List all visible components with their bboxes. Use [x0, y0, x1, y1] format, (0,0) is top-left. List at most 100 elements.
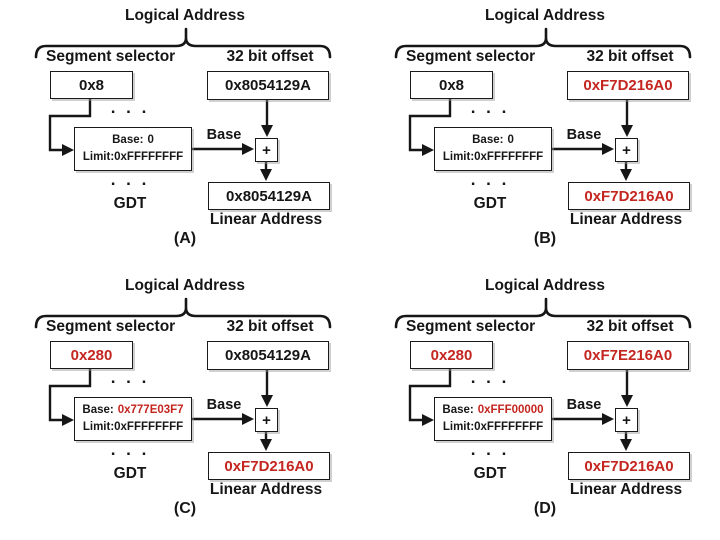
panel-c: Logical Address Segment selector 32 bit …: [0, 270, 360, 540]
logical-address-label: Logical Address: [484, 277, 605, 294]
gdt-limit-line: Limit:0xFFFFFFFF: [442, 151, 544, 163]
segment-selector-label: Segment selector: [406, 48, 536, 65]
base-prefix-label: Base:: [442, 404, 474, 416]
base-arrow-label: Base: [206, 127, 242, 143]
linear-address-box: 0xF7D216A0: [568, 452, 690, 480]
gdt-label: GDT: [473, 465, 507, 482]
gdt-base-line: Base:0: [112, 132, 154, 149]
gdt-ellipsis-bottom: . . .: [470, 170, 510, 189]
gdt-entry-box: Base:0 Limit:0xFFFFFFFF: [74, 127, 192, 171]
logical-address-label: Logical Address: [124, 7, 245, 24]
offset-arrowhead: [621, 125, 633, 137]
gdt-ellipsis-top: . . .: [110, 368, 150, 387]
segment-selector-label: Segment selector: [406, 318, 536, 335]
plus-sign: +: [622, 141, 631, 159]
segment-selector-box: 0x8: [410, 71, 493, 99]
linear-address-value: 0xF7D216A0: [584, 457, 674, 475]
base-prefix-label: Base:: [472, 134, 504, 146]
segment-selector-label: Segment selector: [46, 318, 176, 335]
selector-arrowhead: [422, 414, 434, 426]
base-value: 0xFFF00000: [477, 404, 544, 416]
gdt-base-line: Base:0x777E03F7: [82, 402, 183, 419]
logical-address-brace: [394, 27, 692, 59]
gdt-limit-line: Limit:0xFFFFFFFF: [442, 421, 544, 433]
offset-label: 32 bit offset: [586, 48, 674, 65]
offset-box: 0xF7E216A0: [567, 341, 689, 370]
panel-letter: (C): [173, 500, 197, 517]
offset-value: 0xF7E216A0: [583, 347, 673, 364]
plus-sign: +: [622, 411, 631, 429]
panel-letter: (B): [533, 230, 557, 247]
gdt-ellipsis-top: . . .: [470, 98, 510, 117]
offset-box: 0xF7D216A0: [567, 71, 689, 100]
adder-box: +: [255, 408, 278, 432]
gdt-ellipsis-top: . . .: [470, 368, 510, 387]
gdt-base-line: Base:0: [472, 132, 514, 149]
plus-sign: +: [262, 141, 271, 159]
base-prefix-label: Base:: [112, 134, 144, 146]
sum-arrowhead: [620, 169, 632, 181]
offset-value: 0x8054129A: [225, 77, 311, 94]
linear-address-value: 0x8054129A: [226, 187, 312, 205]
segment-selector-value: 0x280: [430, 346, 473, 364]
linear-address-value: 0xF7D216A0: [224, 457, 314, 475]
logical-address-brace: [34, 297, 332, 329]
base-arrowhead: [242, 143, 254, 155]
panel-d-connectors: [394, 297, 692, 451]
logical-address-label: Logical Address: [124, 277, 245, 294]
panel-c-connectors: [34, 297, 332, 451]
segment-selector-value: 0x8: [438, 76, 465, 94]
segment-selector-value: 0x8: [78, 76, 105, 94]
base-arrowhead: [602, 413, 614, 425]
adder-box: +: [615, 138, 638, 162]
gdt-entry-box: Base:0 Limit:0xFFFFFFFF: [434, 127, 552, 171]
sum-arrowhead: [620, 439, 632, 451]
segment-selector-box: 0x280: [410, 341, 493, 369]
selector-arrowhead: [422, 144, 434, 156]
segment-selector-box: 0x8: [50, 71, 133, 99]
adder-box: +: [615, 408, 638, 432]
linear-address-value: 0xF7D216A0: [584, 187, 674, 205]
selector-arrowhead: [62, 414, 74, 426]
panel-a-connectors: [34, 27, 332, 181]
base-value: 0x777E03F7: [117, 404, 184, 416]
offset-label: 32 bit offset: [226, 318, 314, 335]
base-arrowhead: [602, 143, 614, 155]
panel-b-connectors: [394, 27, 692, 181]
panel-a: Logical Address Segment selector 32 bit …: [0, 0, 360, 270]
offset-arrowhead: [261, 395, 273, 407]
selector-to-gdt-arrow: [408, 369, 452, 422]
linear-address-box: 0xF7D216A0: [208, 452, 330, 480]
selector-to-gdt-arrow: [48, 369, 92, 422]
base-prefix-label: Base:: [82, 404, 114, 416]
gdt-entry-box: Base:0x777E03F7 Limit:0xFFFFFFFF: [74, 397, 192, 441]
offset-arrowhead: [261, 125, 273, 137]
offset-label: 32 bit offset: [226, 48, 314, 65]
gdt-ellipsis-bottom: . . .: [110, 170, 150, 189]
linear-address-label: Linear Address: [569, 481, 683, 498]
base-arrow-label: Base: [566, 397, 602, 413]
gdt-ellipsis-bottom: . . .: [470, 440, 510, 459]
linear-address-box: 0xF7D216A0: [568, 182, 690, 210]
offset-box: 0x8054129A: [207, 71, 329, 100]
logical-address-brace: [394, 297, 692, 329]
segment-selector-box: 0x280: [50, 341, 133, 369]
linear-address-label: Linear Address: [209, 211, 323, 228]
offset-value: 0x8054129A: [225, 347, 311, 364]
offset-box: 0x8054129A: [207, 341, 329, 370]
panel-letter: (A): [173, 230, 197, 247]
logical-address-brace: [34, 27, 332, 59]
sum-arrowhead: [260, 439, 272, 451]
segment-selector-value: 0x280: [70, 346, 113, 364]
offset-arrowhead: [621, 395, 633, 407]
base-arrowhead: [242, 413, 254, 425]
gdt-ellipsis-top: . . .: [110, 98, 150, 117]
gdt-label: GDT: [113, 465, 147, 482]
plus-sign: +: [262, 411, 271, 429]
segment-selector-label: Segment selector: [46, 48, 176, 65]
logical-address-label: Logical Address: [484, 7, 605, 24]
gdt-limit-line: Limit:0xFFFFFFFF: [82, 421, 184, 433]
base-value: 0: [147, 134, 154, 146]
gdt-entry-box: Base:0xFFF00000 Limit:0xFFFFFFFF: [434, 397, 552, 441]
